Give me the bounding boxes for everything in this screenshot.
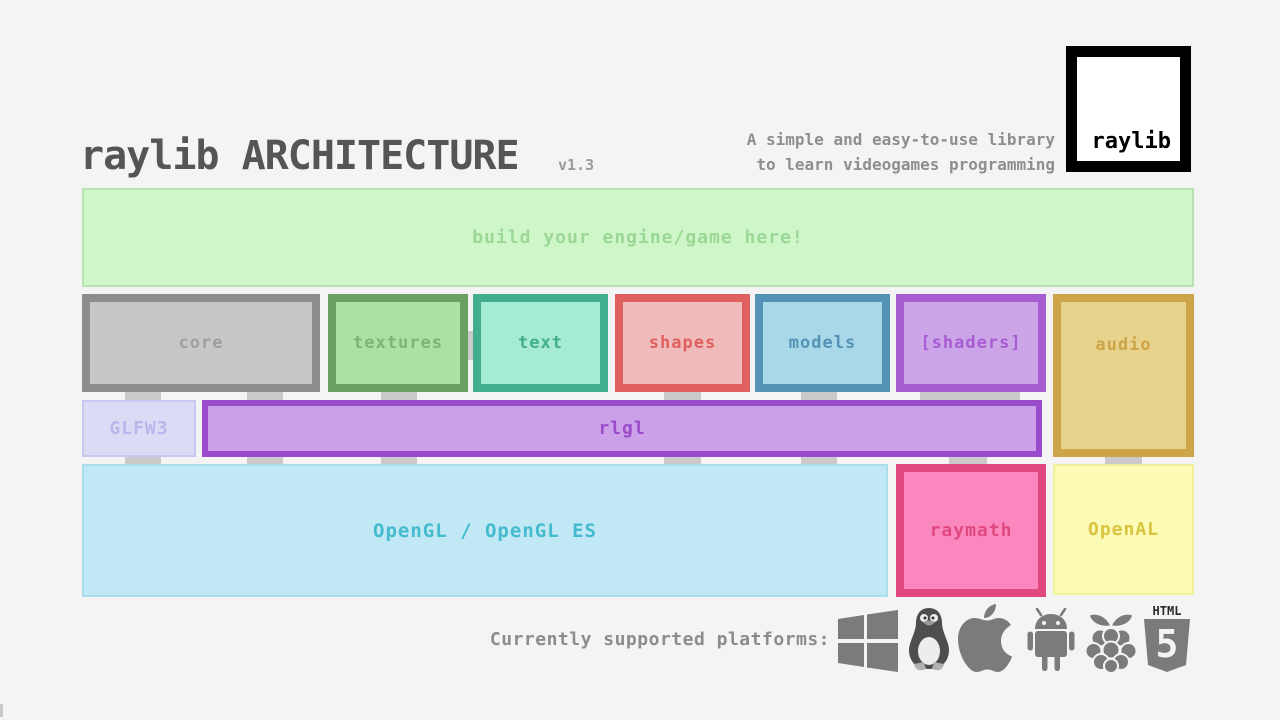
raylib-logo: raylib (1066, 46, 1191, 172)
html5-icon-top-text: HTML (1153, 604, 1182, 618)
connector-audio-openal (1105, 455, 1142, 466)
version-label: v1.3 (558, 156, 595, 174)
tagline-line2: to learn videogames programming (756, 155, 1055, 174)
raylib-logo-text: raylib (1091, 129, 1171, 154)
connector-core-rlgl (247, 390, 283, 402)
openal-box: OpenAL (1053, 464, 1194, 595)
connector-models-rlgl (801, 390, 837, 402)
connector-rlgl-opengl-1 (247, 455, 283, 466)
android-icon (1022, 608, 1080, 672)
module-models: models (755, 294, 890, 392)
rlgl-box: rlgl (202, 400, 1042, 457)
engine-box-label: build your engine/game here! (472, 227, 804, 248)
module-audio-label: audio (1095, 335, 1152, 355)
connector-rlgl-opengl-4 (801, 455, 837, 466)
rlgl-label: rlgl (598, 418, 646, 439)
tagline: A simple and easy-to-use library to lear… (747, 127, 1055, 177)
html5-icon: HTML 5 (1141, 603, 1193, 673)
edge-artifact (0, 704, 3, 717)
connector-rlgl-raymath (949, 455, 987, 466)
connector-core-glfw (125, 390, 161, 402)
platforms-label: Currently supported platforms: (489, 629, 830, 650)
module-models-label: models (788, 333, 857, 353)
windows-icon (838, 610, 898, 672)
apple-icon (957, 604, 1017, 672)
openal-label: OpenAL (1087, 519, 1160, 540)
glfw3-label: GLFW3 (109, 418, 169, 439)
module-shaders: [shaders] (896, 294, 1046, 392)
html5-icon-number: 5 (1156, 622, 1179, 666)
linux-tux-icon (903, 606, 955, 672)
module-text: text (473, 294, 608, 392)
connector-rlgl-opengl-2 (381, 455, 417, 466)
connector-glfw-opengl (125, 455, 161, 466)
module-shapes-label: shapes (648, 333, 717, 353)
module-shaders-label: [shaders] (920, 333, 1022, 353)
module-shapes: shapes (615, 294, 750, 392)
tagline-line1: A simple and easy-to-use library (746, 130, 1055, 149)
connector-textures-rlgl (381, 390, 417, 402)
opengl-label: OpenGL / OpenGL ES (373, 519, 597, 542)
module-text-label: text (518, 333, 563, 353)
module-core: core (82, 294, 320, 392)
raymath-label: raymath (929, 520, 1013, 541)
engine-box: build your engine/game here! (82, 188, 1194, 287)
page-title: raylib ARCHITECTURE (80, 133, 520, 179)
module-core-label: core (178, 333, 224, 353)
raymath-box: raymath (896, 464, 1046, 597)
module-textures: textures (328, 294, 468, 392)
connector-rlgl-opengl-3 (664, 455, 701, 466)
module-audio: audio (1053, 294, 1194, 457)
connector-shaders-rlgl (920, 390, 1020, 402)
opengl-box: OpenGL / OpenGL ES (82, 464, 888, 597)
raspberry-pi-icon (1084, 609, 1138, 673)
glfw3-box: GLFW3 (82, 400, 196, 457)
connector-shapes-rlgl (664, 390, 701, 402)
module-textures-label: textures (353, 333, 443, 353)
